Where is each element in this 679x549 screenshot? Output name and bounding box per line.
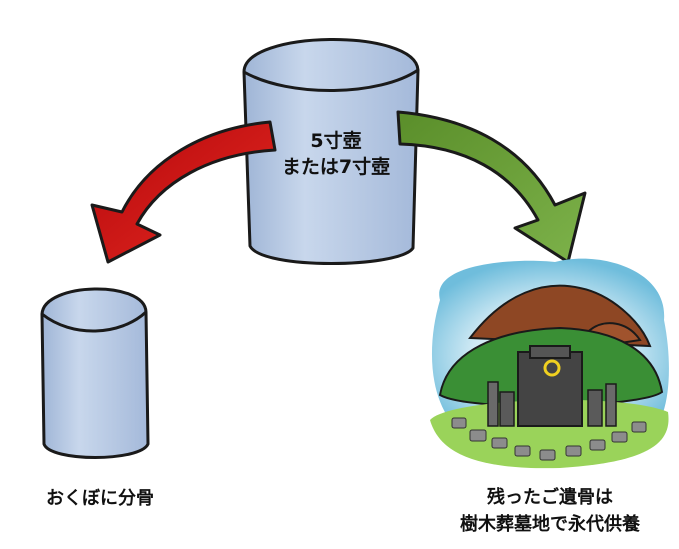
red-arrow [90,120,277,264]
right-caption: 残ったご遺骨は 樹木葬墓地で永代供養 [425,484,675,538]
small-urn [40,287,150,459]
right-caption-line1: 残ったご遺骨は [487,487,613,508]
urn-size-label: 5寸壺 または7寸壺 [246,128,426,180]
emblem [543,359,561,377]
large-urn [242,38,420,265]
monument-stone [517,351,583,427]
left-caption: おくぼに分骨 [46,488,154,509]
urn-label-line1: 5寸壺 [310,130,362,152]
right-caption-line2: 樹木葬墓地で永代供養 [460,514,640,535]
green-arrow [396,110,587,264]
stepping-stones [451,417,647,461]
urn-label-line2: または7寸壺 [281,156,391,178]
tree-burial-grave-illustration [430,258,669,469]
